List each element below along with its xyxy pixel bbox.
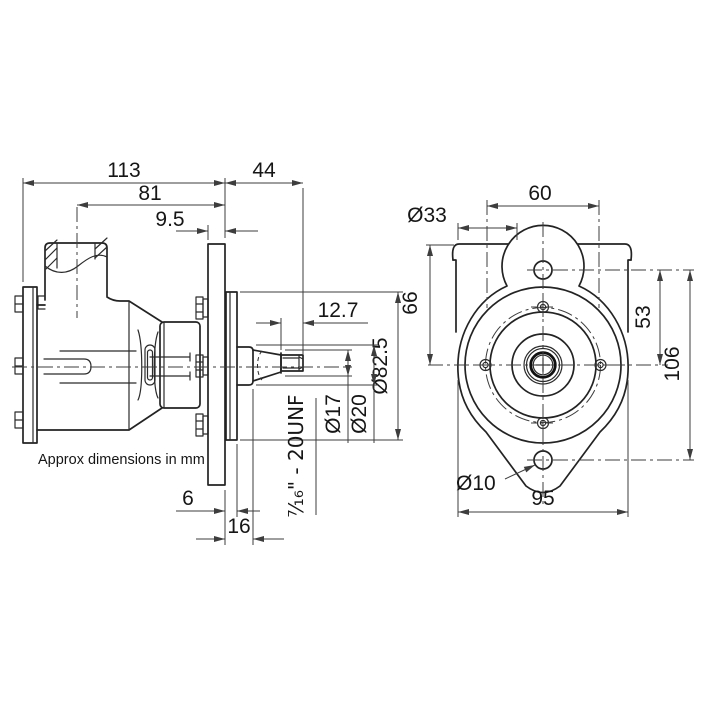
flange-bolts: [195, 296, 209, 437]
dim-20: Ø20: [348, 394, 371, 434]
shaft-hidden: [149, 352, 191, 381]
dim-53: 53: [632, 305, 655, 328]
hatch-lines: [44, 237, 108, 270]
impeller-spline: [144, 344, 156, 386]
pilot-ring: [225, 291, 238, 441]
dim-81: 81: [138, 182, 161, 205]
dim-82-5: Ø82.5: [369, 337, 392, 394]
shaft-hub: [236, 346, 254, 386]
dim-9-5: 9.5: [155, 208, 184, 231]
dim-17: Ø17: [322, 394, 345, 434]
side-view: 113 81 9.5 44 12.7 Ø82.5 Ø17 Ø20: [12, 159, 403, 545]
taper-shaft: [252, 349, 282, 382]
cover-plate: [22, 286, 38, 444]
drawing-note: Approx dimensions in mm: [38, 452, 205, 468]
threaded-stub: [280, 354, 304, 372]
mounting-plate: [207, 243, 226, 486]
dim-95: 95: [531, 487, 554, 510]
dim-113: 113: [107, 159, 140, 182]
dim-thread-spec: ⁷⁄₁₆" - 20UNF: [284, 394, 308, 517]
dim-106: 106: [661, 346, 684, 381]
dim-12-7: 12.7: [318, 299, 359, 322]
side-view-dimensions: 113 81 9.5 44 12.7 Ø82.5 Ø17 Ø20: [22, 159, 403, 545]
bearing-housing: [159, 321, 201, 409]
cover-bolts: [14, 295, 24, 429]
pump-body: [36, 296, 201, 431]
dim-16: 16: [227, 515, 250, 538]
front-view: 60 Ø33 66 53 106 95 Ø10: [399, 182, 694, 517]
dim-66: 66: [399, 291, 422, 314]
front-view-centerlines: [428, 200, 694, 505]
dim-10: Ø10: [456, 472, 496, 495]
dim-33: Ø33: [407, 204, 447, 227]
dim-60: 60: [528, 182, 551, 205]
dim-6: 6: [182, 487, 194, 510]
dim-44: 44: [252, 159, 276, 182]
inlet-port-section: [37, 237, 108, 310]
front-view-dimensions: 60 Ø33 66 53 106 95 Ø10: [399, 182, 693, 517]
